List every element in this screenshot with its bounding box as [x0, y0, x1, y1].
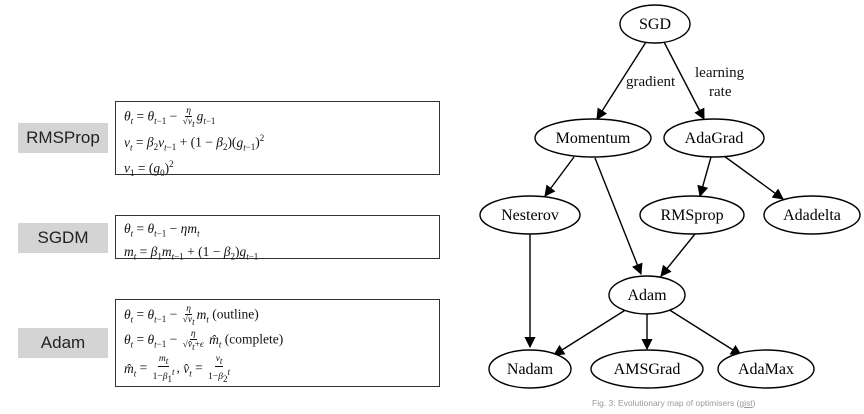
sgdm-eq-theta: θt = θt−1 − ηmt [124, 221, 200, 239]
figure-caption: Fig. 3: Evolutionary map of optimisers (… [592, 398, 755, 408]
edge-label-learning: learning [695, 65, 745, 81]
sgdm-equations: θt = θt−1 − ηmt mt = β1mt−1 + (1 − β2)gt… [115, 215, 440, 261]
node-adam-label: Adam [627, 287, 667, 304]
sgdm-eq-m: mt = β1mt−1 + (1 − β2)gt−1 [124, 243, 259, 262]
edge-sgd-adagrad [663, 41, 705, 120]
node-sgd-label: SGD [639, 16, 671, 33]
rmsprop-label: RMSProp [18, 123, 108, 153]
node-adadelta-label: Adadelta [783, 207, 841, 224]
node-momentum-label: Momentum [556, 130, 631, 147]
diagram-edges [524, 41, 784, 356]
caption-gist-link[interactable]: gist [739, 398, 753, 408]
node-adadelta: Adadelta [763, 195, 861, 235]
node-adamax: AdaMax [717, 349, 815, 389]
node-sgd: SGD [619, 4, 691, 44]
edge-rmsprop-adam [660, 233, 696, 277]
node-adagrad: AdaGrad [663, 118, 765, 158]
node-nadam: Nadam [488, 349, 572, 389]
sgdm-label: SGDM [18, 223, 108, 253]
edge-sgd-momentum [596, 41, 647, 120]
rmsprop-eq-v: vt = β2vt−1 + (1 − β2)(gt−1)2 [124, 133, 265, 153]
node-adagrad-label: AdaGrad [685, 130, 744, 147]
edge-adagrad-adadelta [723, 155, 784, 200]
node-rmsprop: RMSprop [639, 195, 745, 235]
caption-text: Fig. 3: Evolutionary map of optimisers ( [592, 398, 740, 408]
rmsprop-eq-v1: v1 = (g0)2 [124, 159, 174, 179]
edge-adam-adamax [667, 308, 742, 356]
edge-label-gradient: gradient [626, 74, 676, 90]
adam-eq-complete: θt = θt−1 − η√v̂t+ϵ m̂t (complete) [124, 329, 284, 353]
node-amsgrad-label: AMSGrad [614, 361, 681, 378]
node-adamax-label: AdaMax [738, 361, 794, 378]
node-nesterov: Nesterov [479, 195, 581, 235]
caption-close: ) [752, 398, 756, 408]
node-momentum: Momentum [534, 118, 652, 158]
edge-momentum-adam [594, 157, 643, 276]
node-nadam-label: Nadam [507, 361, 554, 378]
edge-adagrad-rmsprop [697, 156, 712, 198]
edge-adam-nadam [553, 308, 628, 356]
edge-label-rate: rate [709, 84, 732, 100]
node-nesterov-label: Nesterov [501, 207, 559, 224]
node-adam: Adam [608, 275, 686, 315]
node-amsgrad: AMSGrad [590, 349, 704, 389]
adam-label: Adam [18, 328, 108, 358]
node-rmsprop-label: RMSprop [660, 207, 723, 224]
edge-momentum-nesterov [544, 156, 575, 197]
